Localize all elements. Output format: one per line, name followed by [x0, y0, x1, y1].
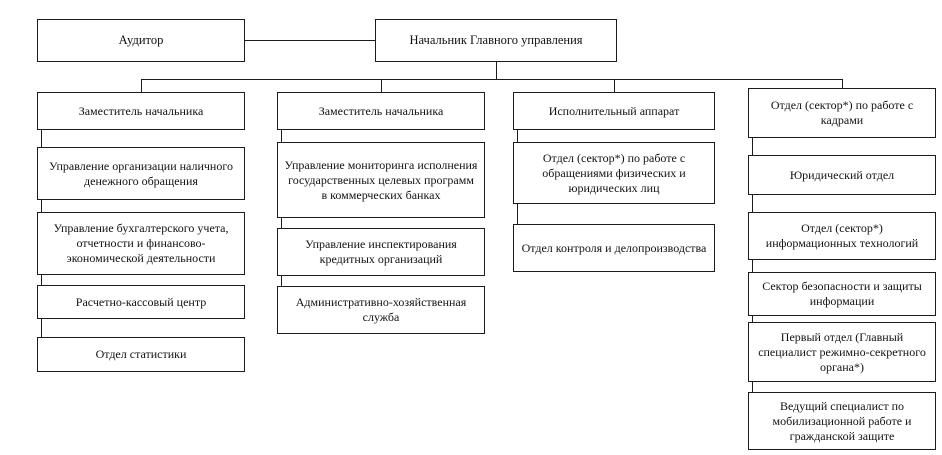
- connector-line: [517, 204, 518, 224]
- node-c1-2: Управление организации наличного денежно…: [37, 147, 245, 200]
- connector-line: [381, 79, 382, 92]
- node-c4-1: Отдел (сектор*) по работе с кадрами: [748, 88, 936, 138]
- connector-line: [281, 130, 282, 142]
- connector-line: [496, 62, 497, 79]
- connector-line: [517, 130, 518, 142]
- node-c4-2: Юридический отдел: [748, 155, 936, 195]
- node-chief: Начальник Главного управления: [375, 19, 617, 62]
- node-c3-2: Отдел (сектор*) по работе с обращениями …: [513, 142, 715, 204]
- connector-line: [614, 79, 615, 92]
- node-c4-4: Сектор безопасности и защиты информации: [748, 272, 936, 316]
- connector-line: [752, 195, 753, 212]
- node-c3-1: Исполнительный аппарат: [513, 92, 715, 130]
- node-c3-3: Отдел контроля и делопроизводства: [513, 224, 715, 272]
- node-c1-3: Управление бухгалтерского учета, отчетно…: [37, 212, 245, 275]
- connector-line: [842, 79, 843, 88]
- node-c2-3: Управление инспектирования кредитных орг…: [277, 228, 485, 276]
- node-c2-1: Заместитель начальника: [277, 92, 485, 130]
- connector-line: [752, 138, 753, 155]
- node-c1-4: Расчетно-кассовый центр: [37, 285, 245, 319]
- node-c4-3: Отдел (сектор*) информационных технологи…: [748, 212, 936, 260]
- connector-line: [245, 40, 375, 41]
- connector-line: [41, 130, 42, 147]
- connector-line: [281, 218, 282, 228]
- node-c4-5: Первый отдел (Главный специалист режимно…: [748, 322, 936, 382]
- connector-line: [41, 275, 42, 285]
- connector-line: [752, 260, 753, 272]
- node-c2-2: Управление мониторинга исполнения госуда…: [277, 142, 485, 218]
- connector-line: [281, 276, 282, 286]
- node-c2-4: Административно-хозяйственная служба: [277, 286, 485, 334]
- node-auditor: Аудитор: [37, 19, 245, 62]
- connector-line: [141, 79, 142, 92]
- node-c4-6: Ведущий специалист по мобилизационной ра…: [748, 392, 936, 450]
- connector-line: [752, 382, 753, 392]
- node-c1-1: Заместитель начальника: [37, 92, 245, 130]
- connector-line: [141, 79, 842, 80]
- connector-line: [752, 316, 753, 322]
- connector-line: [41, 319, 42, 337]
- connector-line: [41, 200, 42, 212]
- node-c1-5: Отдел статистики: [37, 337, 245, 372]
